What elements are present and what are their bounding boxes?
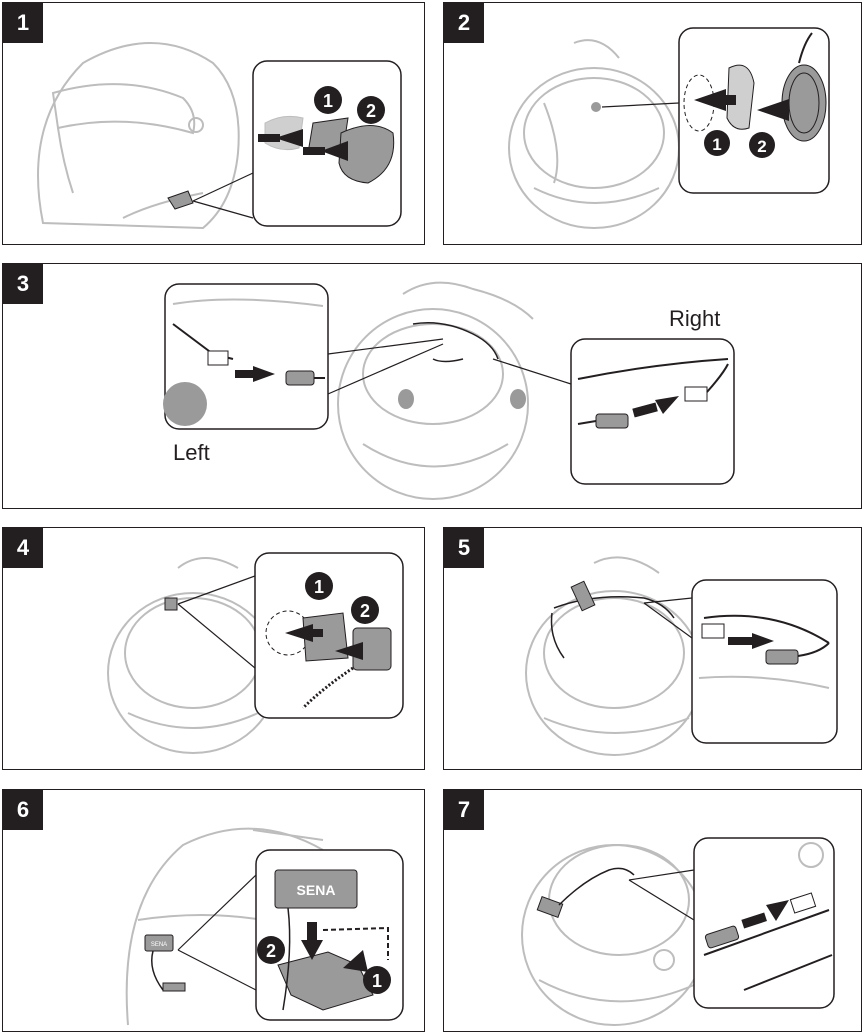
step-6-illustration: SENA SENA 2 1 [125,827,404,1026]
right-label: Right [669,306,721,331]
callout-2-text: 2 [366,101,376,121]
callout-1-text: 1 [323,91,333,111]
step-badge: 3 [3,264,43,304]
step-5-illustration [525,556,838,756]
step-2-illustration: 1 2 [508,27,830,229]
step-badge: 7 [444,790,484,830]
device-brand-small: SENA [151,942,167,948]
callout-2-text: 2 [757,137,766,156]
step-panel-4: 4 1 2 [2,527,425,770]
callout-1-text: 1 [372,971,382,991]
step-badge: 5 [444,528,484,568]
step-panel-5: 5 [443,527,862,770]
left-label: Left [173,440,210,465]
step-7-illustration [521,837,835,1026]
step-panel-2: 2 1 2 [443,2,862,245]
callout-2-text: 2 [360,601,370,621]
step-panel-3: 3 Left Right [2,263,862,509]
step-3-illustration [163,281,735,500]
device-brand: SENA [297,882,336,898]
step-panel-7: 7 [443,789,862,1032]
step-panel-1: 1 1 2 [2,2,425,245]
step-badge: 1 [3,3,43,43]
callout-2-text: 2 [266,941,276,961]
step-badge: 2 [444,3,484,43]
callout-1-text: 1 [712,135,721,154]
step-badge: 4 [3,528,43,568]
callout-2 [357,96,385,124]
callout-1 [314,86,342,114]
callout-1-text: 1 [314,577,324,597]
step-4-illustration: 1 2 [107,552,404,754]
step-1-illustration: 1 2 [37,42,402,230]
step-panel-6: 6 SENA SENA 2 1 [2,789,425,1032]
step-badge: 6 [3,790,43,830]
